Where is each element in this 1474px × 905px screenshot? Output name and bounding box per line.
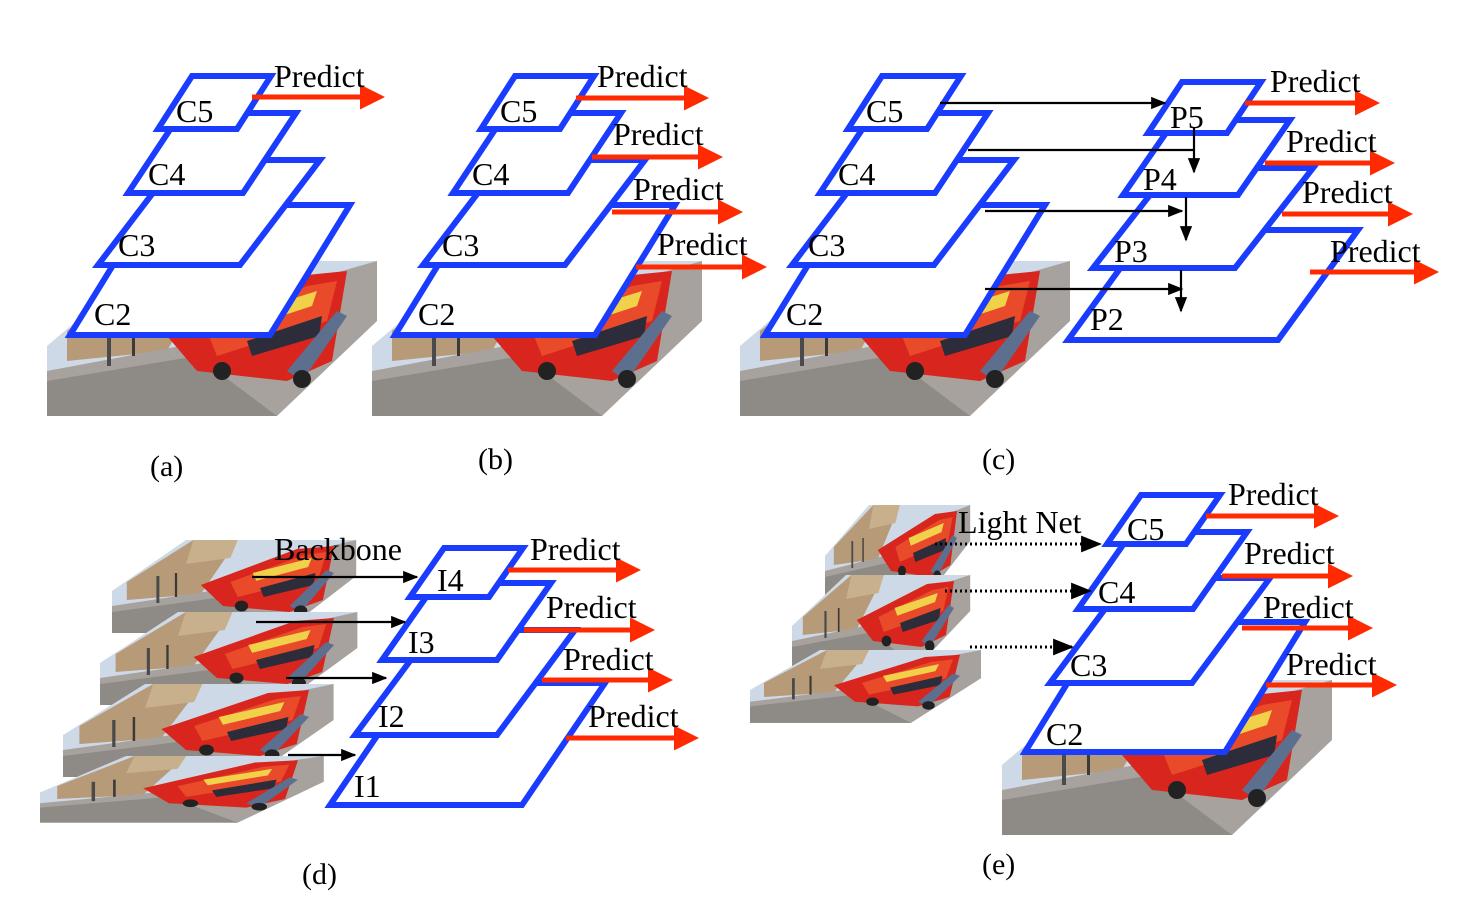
layer-c4 [814, 110, 994, 196]
predict-label: Predict [1286, 646, 1377, 682]
layer-label-c2: C2 [94, 296, 131, 332]
layer-label-c3: C3 [442, 227, 479, 263]
caption-a: (a) [150, 450, 183, 483]
predict-label: Predict [613, 116, 704, 152]
panel-c: C5 C4 C3 C2 P5 P4 P3 P2 Predict Predict … [740, 63, 1439, 476]
predict-label: Predict [1263, 589, 1354, 625]
predict-label: Predict [546, 589, 637, 625]
layer-label-c3: C3 [1070, 647, 1107, 683]
layer-label-p5: P5 [1170, 99, 1204, 135]
backbone-label: Backbone [274, 531, 402, 567]
layer-label-c3: C3 [808, 227, 845, 263]
layer-label-c4: C4 [472, 156, 509, 192]
predict-label: Predict [563, 641, 654, 677]
layer-label-i2: I2 [378, 698, 405, 734]
predict-label: Predict [1270, 63, 1361, 99]
caption-c: (c) [982, 443, 1015, 476]
predict-label: Predict [1286, 123, 1377, 159]
layer-label-c4: C4 [1098, 574, 1135, 610]
predict-label: Predict [597, 58, 688, 94]
predict-label: Predict [530, 531, 621, 567]
layer-label-c5: C5 [1127, 511, 1164, 547]
layer-p5 [1142, 79, 1267, 136]
layer-p4 [1117, 117, 1296, 198]
layer-c4 [1072, 529, 1253, 612]
layer-c5 [152, 73, 277, 132]
predict-label: Predict [1330, 233, 1421, 269]
layer-label-i3: I3 [408, 624, 435, 660]
caption-e: (e) [982, 848, 1015, 881]
layer-i3 [376, 580, 557, 663]
layer-label-c2: C2 [786, 296, 823, 332]
layer-c4 [447, 110, 627, 196]
predict-label: Predict [274, 58, 365, 94]
layer-c4 [122, 110, 302, 196]
layer-label-c5: C5 [500, 93, 537, 129]
predict-label: Predict [1302, 174, 1393, 210]
layer-c5 [1101, 492, 1226, 547]
layer-label-p4: P4 [1143, 161, 1177, 197]
layer-label-i4: I4 [437, 562, 464, 598]
predict-label: Predict [1228, 476, 1319, 512]
light-net-label: Light Net [958, 504, 1082, 540]
layer-c5 [842, 73, 967, 132]
layer-label-p2: P2 [1090, 301, 1124, 337]
layer-label-c4: C4 [838, 156, 875, 192]
layer-label-c4: C4 [148, 156, 185, 192]
layer-label-c2: C2 [1046, 716, 1083, 752]
layer-c5 [475, 73, 600, 132]
layer-label-c5: C5 [866, 93, 903, 129]
layer-label-c3: C3 [118, 227, 155, 263]
layer-label-c2: C2 [418, 296, 455, 332]
layer-label-i1: I1 [354, 768, 381, 804]
predict-label: Predict [588, 698, 679, 734]
layer-i4 [404, 545, 529, 600]
predict-label: Predict [657, 226, 748, 262]
caption-b: (b) [478, 443, 513, 476]
predict-label: Predict [633, 171, 724, 207]
panel-e: C5 C4 C3 C2 Light Net Predict Predict Pr… [750, 476, 1397, 881]
layer-label-p3: P3 [1114, 233, 1148, 269]
caption-d: (d) [302, 858, 337, 891]
panel-d: I4 I3 I2 I1 Backbone Predict Predict Pre… [40, 531, 699, 891]
panel-b: C5 C4 C3 C2 Predict Predict Predict Pred… [372, 58, 767, 476]
layer-label-c5: C5 [176, 93, 213, 129]
predict-label: Predict [1244, 535, 1335, 571]
panel-a: C5 C4 C3 C2 Predict (a) [47, 58, 385, 483]
layer-p3 [1086, 165, 1320, 271]
photo-icon [750, 650, 981, 723]
